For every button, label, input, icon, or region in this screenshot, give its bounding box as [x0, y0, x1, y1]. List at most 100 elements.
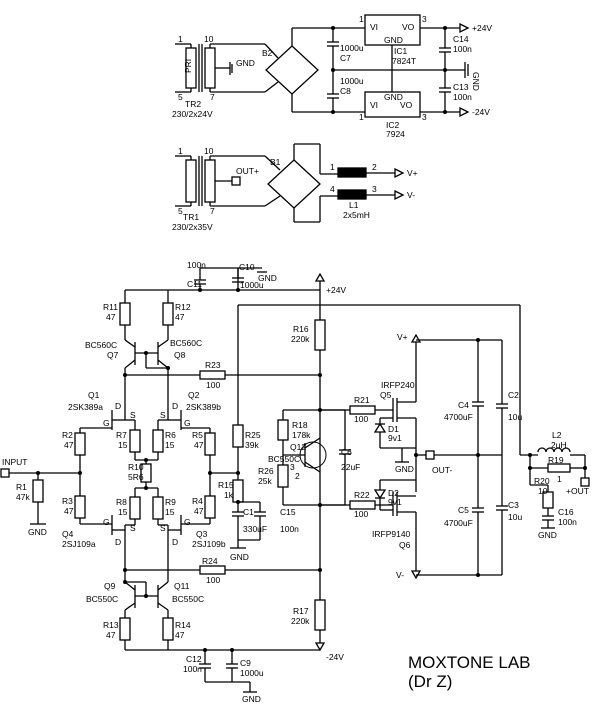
c10-name: C10	[239, 262, 255, 272]
r26-value: 25k	[258, 476, 272, 486]
q8-name: Q8	[174, 350, 186, 360]
bridge-b1	[264, 143, 321, 223]
ic1-gnd: GND	[384, 35, 403, 45]
input-label: INPUT	[2, 457, 28, 467]
r9-value: 15	[165, 507, 175, 517]
q9-name: Q9	[104, 581, 116, 591]
c9-name: C9	[240, 658, 251, 668]
r12-name: R12	[175, 302, 191, 312]
bias-multiplier	[277, 408, 351, 507]
ps-plus24-label: +24V	[472, 23, 492, 33]
tr1-pin7: 7	[210, 206, 215, 216]
q7-part: BC560C	[85, 340, 117, 350]
r12-value: 47	[175, 312, 185, 322]
rail-capacitors	[416, 338, 508, 577]
q1-name: Q1	[88, 390, 100, 400]
tr2-name: TR2	[185, 99, 201, 109]
r2-name: R2	[62, 430, 73, 440]
c6-name: C6	[341, 447, 352, 457]
regulator-ic2	[340, 70, 460, 118]
q2-part: 2SK389b	[186, 402, 221, 412]
ps-gnd-right-label: GND	[471, 72, 481, 91]
c2-name: C2	[508, 390, 519, 400]
tr1-rating: 230/2x35V	[172, 222, 213, 232]
q4-pin-g: G	[103, 517, 110, 527]
jfets-q1-q2	[80, 400, 210, 430]
tr2-pin10: 10	[204, 34, 214, 44]
r25-value: 39k	[245, 440, 259, 450]
r1-name: R1	[16, 482, 27, 492]
d2-value: 9v1	[388, 497, 402, 507]
c7-name: C7	[340, 53, 351, 63]
r8-value: 15	[118, 507, 128, 517]
r17-value: 220k	[291, 616, 310, 626]
credit-line2: (Dr Z)	[408, 672, 452, 691]
ic1-vo: VO	[402, 22, 415, 32]
ps-minus24-label: -24V	[472, 107, 490, 117]
q1-pin-s: S	[130, 410, 136, 420]
bridge-b2	[264, 27, 340, 113]
q4-part: 2SJ109a	[62, 539, 96, 549]
mid-gnd-label: GND	[395, 464, 414, 474]
r23-value: 100	[206, 380, 220, 390]
ic1-name: IC1	[394, 46, 408, 56]
c16-name: C16	[558, 507, 574, 517]
c1-value: 330uF	[243, 524, 267, 534]
r17-name: R17	[293, 606, 309, 616]
vminus-label: V-	[396, 570, 404, 580]
r1-gnd-label: GND	[28, 527, 47, 537]
tr1-pin5: 5	[178, 206, 183, 216]
ps-vminus-label: V-	[407, 190, 415, 200]
b2-label: B2	[262, 48, 273, 58]
r16-name: R16	[293, 324, 309, 334]
c6-value: 22uF	[341, 462, 360, 472]
ic1-vi: VI	[370, 22, 378, 32]
q5-name: Q5	[380, 390, 392, 400]
c4-name: C4	[458, 400, 469, 410]
c3-value: 10u	[508, 512, 522, 522]
r21-name: R21	[354, 395, 370, 405]
l1-pin4: 4	[330, 184, 335, 194]
q1-pin-d: D	[115, 401, 121, 411]
r26-name: R26	[258, 466, 274, 476]
c5-value: 4700uF	[444, 518, 473, 528]
resistors-r16-r17	[314, 319, 326, 631]
tr1-out-plus-label: OUT+	[236, 166, 259, 176]
c1-gnd-label: GND	[230, 552, 249, 562]
q11-name: Q11	[174, 581, 190, 591]
input-network	[0, 468, 80, 525]
c11-name: C11	[187, 279, 202, 289]
q4-name: Q4	[62, 529, 74, 539]
l2-value: 2uH	[551, 440, 567, 450]
l1-pin3: 3	[372, 184, 377, 194]
out-plus-label: +OUT	[566, 486, 589, 496]
c10-gnd-label: GND	[258, 273, 277, 283]
q11-part: BC550C	[172, 594, 204, 604]
ic1-part: 7824T	[392, 56, 416, 66]
c15-value: 100n	[280, 524, 299, 534]
ic2-pin3: 3	[422, 112, 427, 122]
r24-name: R24	[202, 556, 218, 566]
r21-value: 100	[354, 414, 368, 424]
gate-resistors-r21-r22	[320, 405, 393, 510]
c8-value: 1000u	[340, 76, 364, 86]
capacitors-c12-c9	[199, 648, 257, 693]
r11-value: 47	[106, 312, 116, 322]
r5-value: 47	[194, 440, 204, 450]
regulator-ic1	[340, 14, 460, 70]
ic2-name: IC2	[386, 120, 400, 130]
inductor-l1	[320, 167, 405, 201]
ic2-vi: VI	[370, 100, 378, 110]
c9-gnd-label: GND	[242, 694, 261, 704]
vplus-label: V+	[397, 332, 408, 342]
r10-value: 5R6	[128, 472, 144, 482]
ps-vplus-label: V+	[407, 168, 418, 178]
capacitor-c14-c13	[439, 22, 470, 118]
gate-resistors	[74, 428, 238, 524]
ic2-part: 7924	[386, 129, 405, 139]
c2-value: 10u	[508, 412, 522, 422]
q2-pin-s: S	[160, 410, 166, 420]
resistors-r13-r14	[119, 617, 326, 652]
output-network	[519, 305, 590, 529]
tr1-pin1: 1	[178, 146, 183, 156]
